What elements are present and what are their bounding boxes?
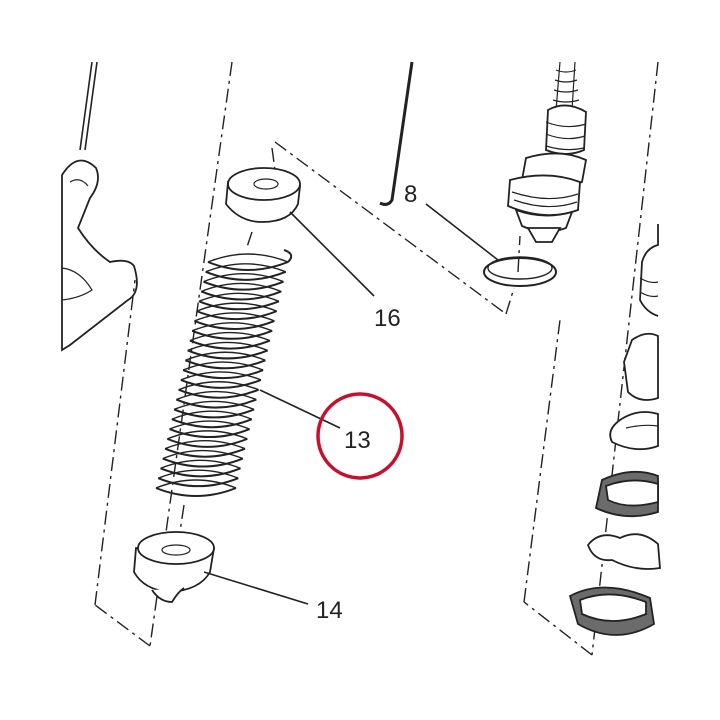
part-8-ring	[483, 256, 557, 287]
spring-coil-back	[162, 449, 244, 460]
callout-16: 16	[374, 305, 401, 332]
spring-coil-front	[171, 418, 253, 429]
spring-coil-front	[185, 359, 266, 370]
leader-13	[259, 389, 341, 429]
spring-coil-front	[160, 467, 241, 478]
spring-coil-back	[189, 331, 271, 342]
spring-coil-back	[187, 341, 268, 352]
spring-coil-back	[173, 400, 255, 411]
spring-coil-back	[200, 282, 282, 293]
spring-coil-front	[194, 320, 275, 330]
spring-coil-front	[205, 270, 287, 281]
part-16-spacer	[225, 167, 301, 223]
callout-13-highlight-circle	[316, 392, 404, 480]
spring-coil-front	[173, 408, 255, 419]
spring-coil-back	[158, 469, 239, 479]
spring-coil-front	[166, 437, 248, 448]
spring-coil-back	[164, 439, 246, 450]
spring-coil-front	[203, 280, 284, 291]
spring-coil-back	[155, 479, 237, 489]
part-13-spring	[155, 249, 293, 497]
cartridge-assembly	[507, 61, 588, 243]
spring-coil-front	[175, 398, 257, 409]
spring-coil-front	[207, 261, 289, 271]
spring-coil-back	[169, 420, 250, 430]
spring-coil-back	[207, 253, 289, 263]
callout-13: 13	[344, 427, 371, 454]
callout-14: 14	[316, 597, 343, 624]
spring-coil-front	[164, 447, 246, 458]
spring-coil-back	[196, 302, 277, 312]
spring-coil-back	[160, 459, 241, 469]
part-14-cup	[133, 531, 216, 603]
damper-rod	[379, 61, 414, 206]
spring-coil-back	[176, 390, 257, 401]
spring-coil-front	[178, 388, 259, 399]
leader-16	[289, 211, 375, 297]
spring-coil-back	[191, 322, 273, 332]
callout-8: 8	[404, 181, 417, 208]
spring-coil-back	[180, 371, 262, 381]
spring-coil-back	[205, 263, 286, 273]
leader-14	[203, 571, 309, 605]
spring-coil-front	[182, 369, 264, 380]
spring-coil-back	[171, 410, 253, 420]
spring-coil-front	[200, 290, 282, 301]
spring-coil-front	[180, 378, 262, 389]
left-bracket-part	[61, 61, 138, 352]
leader-8	[425, 203, 499, 261]
spring-coil-front	[191, 329, 273, 340]
spring-coil-front	[155, 487, 237, 497]
spring-coil-front	[196, 310, 278, 321]
spring-coil-front	[162, 457, 244, 468]
spring-coil-back	[167, 430, 248, 440]
spring-end-tip	[283, 249, 293, 263]
spring-coil-back	[198, 292, 280, 302]
spring-coil-back	[185, 351, 266, 361]
spring-coil-back	[178, 381, 259, 391]
spring-coil-back	[194, 312, 275, 322]
guide-dash-top	[271, 141, 521, 315]
leader-lines	[203, 203, 499, 605]
spring-coil-back	[182, 361, 264, 371]
spring-coil-front	[157, 477, 239, 488]
spring-coil-front	[187, 349, 269, 360]
spring-coil-front	[198, 300, 280, 311]
spring-coil-front	[189, 339, 271, 350]
spring-coil-front	[169, 428, 250, 439]
right-parts-stack	[568, 224, 661, 636]
spring-coil-back	[203, 272, 284, 283]
